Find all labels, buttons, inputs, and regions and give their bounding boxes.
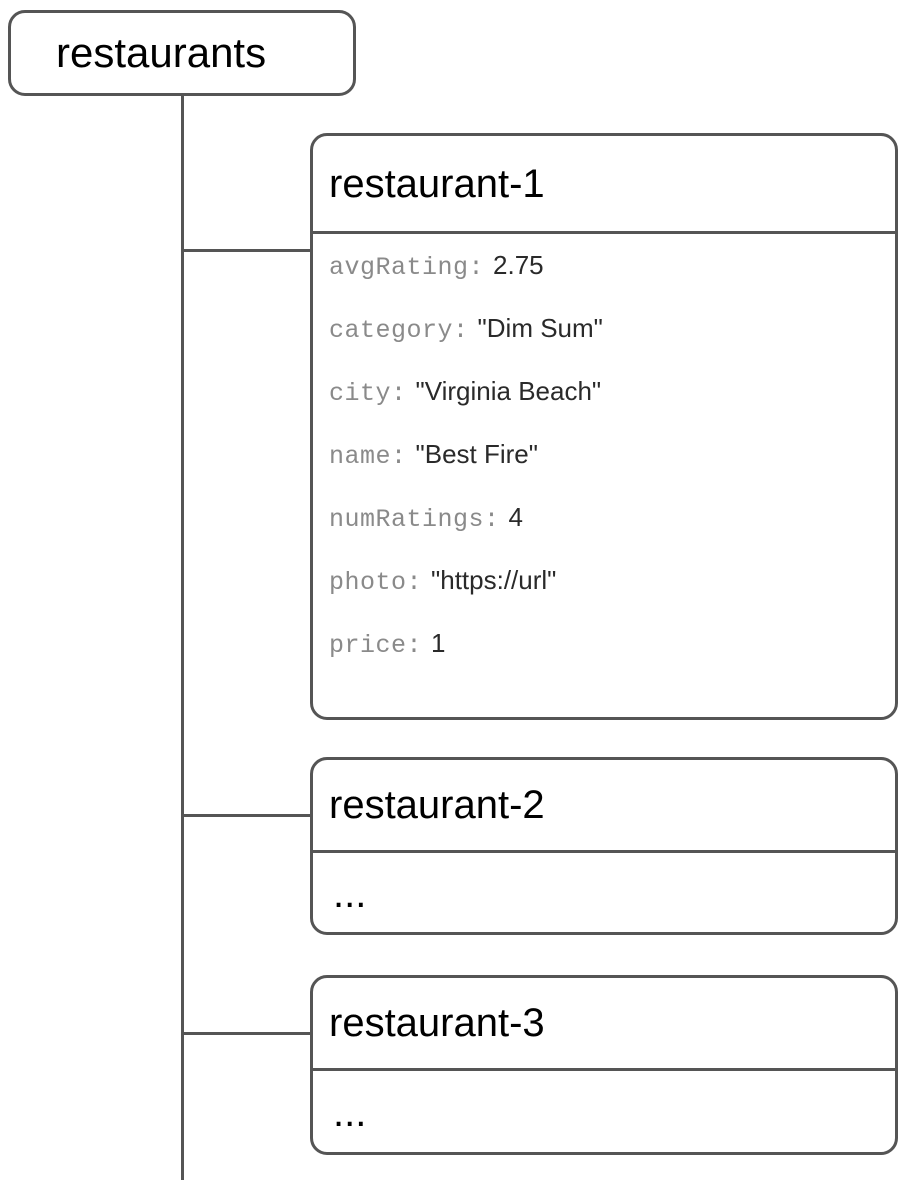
- ellipsis-placeholder-restaurant-2: ...: [333, 872, 367, 916]
- document-fields-restaurant-1: avgRating: 2.75 category: "Dim Sum" city…: [313, 234, 895, 691]
- ellipsis-placeholder-restaurant-3: ...: [333, 1091, 367, 1135]
- field-key-city: city:: [329, 379, 407, 408]
- field-row-category: category: "Dim Sum": [313, 313, 895, 376]
- field-key-price: price:: [329, 631, 423, 660]
- field-key-name: name:: [329, 442, 407, 471]
- document-card-header-restaurant-3[interactable]: restaurant-3: [313, 978, 895, 1071]
- document-fields-restaurant-3: ...: [313, 1071, 895, 1152]
- field-value-numRatings: 4: [508, 502, 523, 532]
- field-value-avgRating: 2.75: [493, 250, 544, 280]
- field-value-city: "Virginia Beach": [415, 376, 602, 406]
- root-collection-node[interactable]: restaurants: [8, 10, 356, 96]
- field-row-name: name: "Best Fire": [313, 439, 895, 502]
- field-value-price: 1: [431, 628, 446, 658]
- field-row-city: city: "Virginia Beach": [313, 376, 895, 439]
- document-title-restaurant-1: restaurant-1: [329, 161, 545, 206]
- field-row-numRatings: numRatings: 4: [313, 502, 895, 565]
- field-key-numRatings: numRatings:: [329, 505, 500, 534]
- collapsed-fields-row-restaurant-2: ...: [313, 853, 895, 932]
- field-value-name: "Best Fire": [415, 439, 538, 469]
- field-key-avgRating: avgRating:: [329, 253, 485, 282]
- field-row-photo: photo: "https://url": [313, 565, 895, 628]
- field-value-photo: "https://url": [431, 565, 557, 595]
- document-fields-restaurant-2: ...: [313, 853, 895, 932]
- root-collection-label: restaurants: [56, 29, 267, 76]
- document-card-restaurant-1[interactable]: restaurant-1 avgRating: 2.75 category: "…: [310, 133, 898, 720]
- branch-connector-restaurant-2: [181, 814, 312, 817]
- branch-connector-restaurant-3: [181, 1032, 312, 1035]
- field-key-category: category:: [329, 316, 469, 345]
- document-card-restaurant-3[interactable]: restaurant-3 ...: [310, 975, 898, 1155]
- document-card-header-restaurant-2[interactable]: restaurant-2: [313, 760, 895, 853]
- document-title-restaurant-3: restaurant-3: [329, 1001, 545, 1045]
- document-card-header-restaurant-1[interactable]: restaurant-1: [313, 136, 895, 234]
- field-row-avgRating: avgRating: 2.75: [313, 250, 895, 313]
- field-key-photo: photo:: [329, 568, 423, 597]
- document-card-restaurant-2[interactable]: restaurant-2 ...: [310, 757, 898, 935]
- branch-connector-restaurant-1: [181, 249, 312, 252]
- collapsed-fields-row-restaurant-3: ...: [313, 1071, 895, 1152]
- trunk-connector-line: [181, 96, 184, 1180]
- field-row-price: price: 1: [313, 628, 895, 691]
- field-value-category: "Dim Sum": [477, 313, 603, 343]
- document-title-restaurant-2: restaurant-2: [329, 783, 545, 827]
